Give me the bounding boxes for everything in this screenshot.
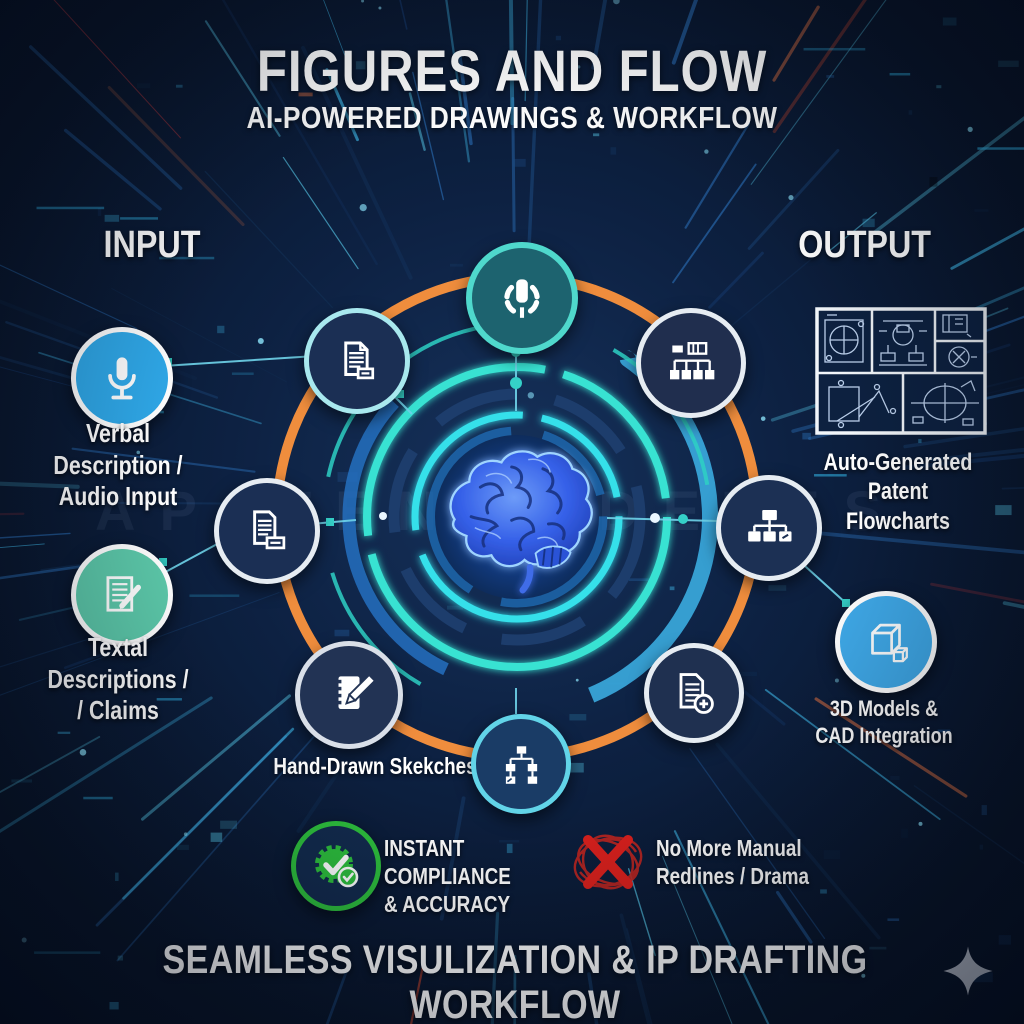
documents-node [214,478,320,584]
sitemap-icon [505,746,538,784]
document-pencil-icon [106,576,141,612]
sketches-node [295,641,403,749]
textual-input-node [71,544,173,646]
redlines-label: No More Manual Redlines / Drama [656,835,810,890]
flowcharts-output-label: Auto-Generated Patent Flowcharts [823,449,973,535]
org-chart-icon [748,510,792,542]
document-icon [344,341,375,380]
x-scribble-icon [573,834,643,890]
cad-output-node [835,591,937,693]
flowchart-boxes-node [636,308,746,418]
compliance-badge-node [291,821,381,911]
cube-3d-icon [871,623,908,663]
patent-drawings-panel [815,307,987,435]
page-title: FIGURES AND FLOW [256,39,768,104]
documents-icon [253,510,286,550]
capture-node [466,242,578,354]
sketches-input-label: Hand-Drawn Skekches [273,753,477,779]
output-column-label: OUTPUT [798,224,932,266]
input-column-label: INPUT [103,224,201,266]
footer-title: SEAMLESS VISULIZATION & IP DRAFTING WORK… [162,938,868,1024]
check-badge-icon [315,845,359,888]
document-node [304,308,410,414]
verbal-input-node [71,327,173,429]
document-add-node [644,643,744,743]
verbal-input-label: Verbal Description / Audio Input [53,418,183,512]
page-subtitle: AI-POWERED DRAWINGS & WORKFLOW [246,100,778,135]
compliance-label: INSTANT COMPLIANCE & ACCURACY [384,835,511,918]
sitemap-node [471,714,571,814]
textual-input-label: Textal Descriptions / / Claims [47,632,189,726]
notebook-pencil-icon [335,673,377,709]
capture-icon [504,279,540,318]
document-add-icon [679,673,714,714]
cad-output-label: 3D Models & CAD Integration [815,696,953,748]
sparkle-icon [943,946,993,996]
flowchart-boxes-icon [670,342,715,380]
microphone-icon [108,357,136,400]
